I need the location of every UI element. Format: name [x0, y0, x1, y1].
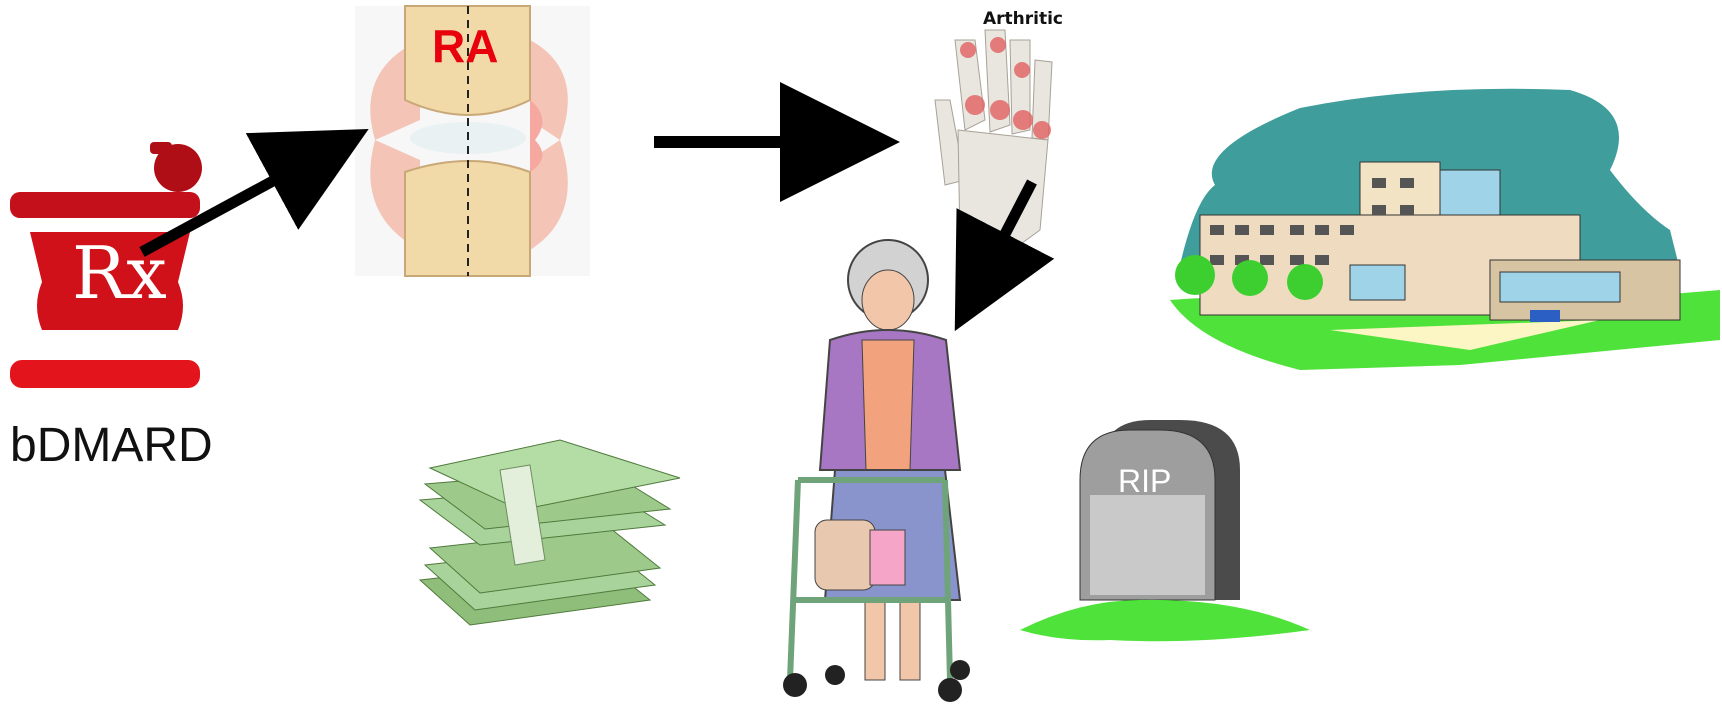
elderly-woman-walker-illustration — [783, 240, 970, 702]
arthritic-label: Arthritic — [983, 9, 1063, 29]
hand-xray-illustration: Arthritic — [935, 9, 1063, 270]
ra-label: RA — [432, 20, 498, 72]
joint-illustration: RA — [355, 6, 590, 276]
money-stack-icon — [420, 440, 680, 625]
bdmard-label: bDMARD — [10, 418, 213, 473]
tombstone-icon: RIP — [1020, 420, 1310, 641]
mortar-pestle-rx-icon: Rx — [10, 142, 202, 388]
rip-label: RIP — [1118, 463, 1171, 499]
hospital-illustration — [1170, 89, 1720, 370]
